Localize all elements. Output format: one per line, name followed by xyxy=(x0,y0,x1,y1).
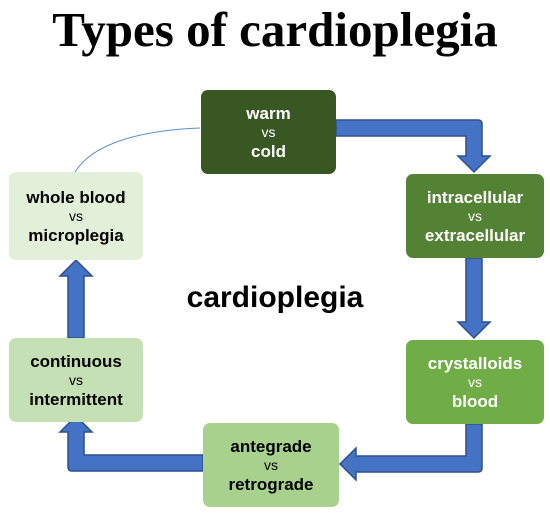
node-line1: intracellular xyxy=(426,187,524,207)
node-line1: antegrade xyxy=(230,436,312,456)
node-line1: continuous xyxy=(30,351,122,371)
connector-line xyxy=(74,127,201,173)
node-vs: vs xyxy=(468,373,482,390)
node-warm-vs-cold: warm vs cold xyxy=(201,90,336,174)
node-intracellular-vs-extracellular: intracellular vs extracellular xyxy=(406,174,544,258)
node-line1: warm xyxy=(246,103,291,123)
node-whole-blood-vs-microplegia: whole blood vs microplegia xyxy=(9,172,143,260)
node-line3: microplegia xyxy=(28,225,124,245)
node-antegrade-vs-retrograde: antegrade vs retrograde xyxy=(203,423,339,507)
arrow-warm-to-intra xyxy=(335,119,492,174)
node-vs: vs xyxy=(69,371,83,388)
node-line1: crystalloids xyxy=(427,353,523,373)
diagram-title: Types of cardioplegia xyxy=(52,2,498,57)
node-crystalloids-vs-blood: crystalloids vs blood xyxy=(406,340,544,424)
node-vs: vs xyxy=(468,207,482,224)
node-line3: intermittent xyxy=(29,389,123,409)
center-label: cardioplegia xyxy=(186,281,364,314)
node-line3: extracellular xyxy=(424,225,526,245)
node-line3: blood xyxy=(451,391,499,411)
node-vs: vs xyxy=(69,207,83,224)
arrow-crystal-to-ante xyxy=(338,423,483,482)
node-line1: whole blood xyxy=(26,187,126,207)
node-continuous-vs-intermittent: continuous vs intermittent xyxy=(9,338,143,422)
node-line3: retrograde xyxy=(228,474,314,494)
arrow-ante-to-cont xyxy=(58,414,204,472)
arrow-intra-to-crystal xyxy=(456,257,492,340)
node-line3: cold xyxy=(251,141,286,161)
node-vs: vs xyxy=(261,123,276,140)
arrow-cont-to-whole xyxy=(58,258,94,339)
node-vs: vs xyxy=(264,456,278,473)
